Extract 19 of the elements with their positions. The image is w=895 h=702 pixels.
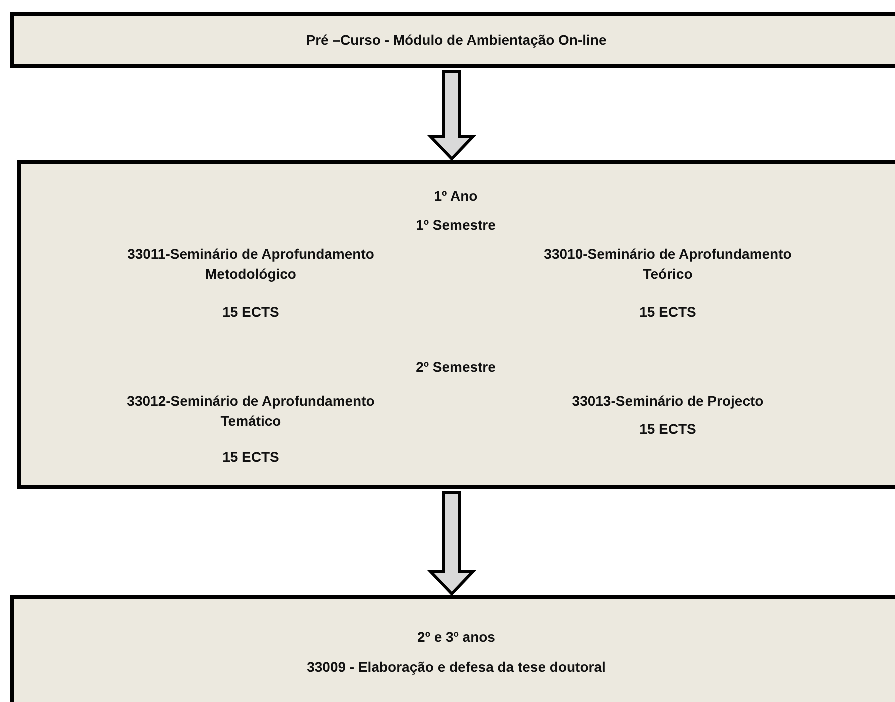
box-text: 33011-Seminário de Aprofundamento Metodológico bbox=[126, 245, 376, 284]
box-text: Pré –Curso - Módulo de Ambientação On-line bbox=[305, 31, 608, 50]
box-text: 2º e 3º anos bbox=[416, 628, 496, 647]
box-text: 15 ECTS bbox=[222, 448, 280, 467]
box-text: 2º Semestre bbox=[415, 358, 497, 377]
box-text: 15 ECTS bbox=[638, 303, 698, 322]
box-text: 1º Ano bbox=[433, 187, 479, 206]
box-text: 33009 - Elaboração e defesa da tese doutoral bbox=[306, 658, 607, 677]
process-box bbox=[10, 12, 895, 68]
box-text: 15 ECTS bbox=[222, 303, 280, 322]
block-arrow bbox=[428, 492, 476, 596]
process-box bbox=[17, 160, 895, 489]
box-text: 15 ECTS bbox=[638, 420, 698, 439]
box-text: 33013-Seminário de Projecto bbox=[571, 392, 765, 411]
process-box bbox=[10, 595, 895, 702]
block-arrow bbox=[428, 70, 476, 162]
box-text: 33010-Seminário de Aprofundamento Teórico bbox=[543, 245, 793, 284]
box-text: 1º Semestre bbox=[415, 216, 497, 235]
box-text: 33012-Seminário de Aprofundamento Temático bbox=[126, 392, 376, 431]
